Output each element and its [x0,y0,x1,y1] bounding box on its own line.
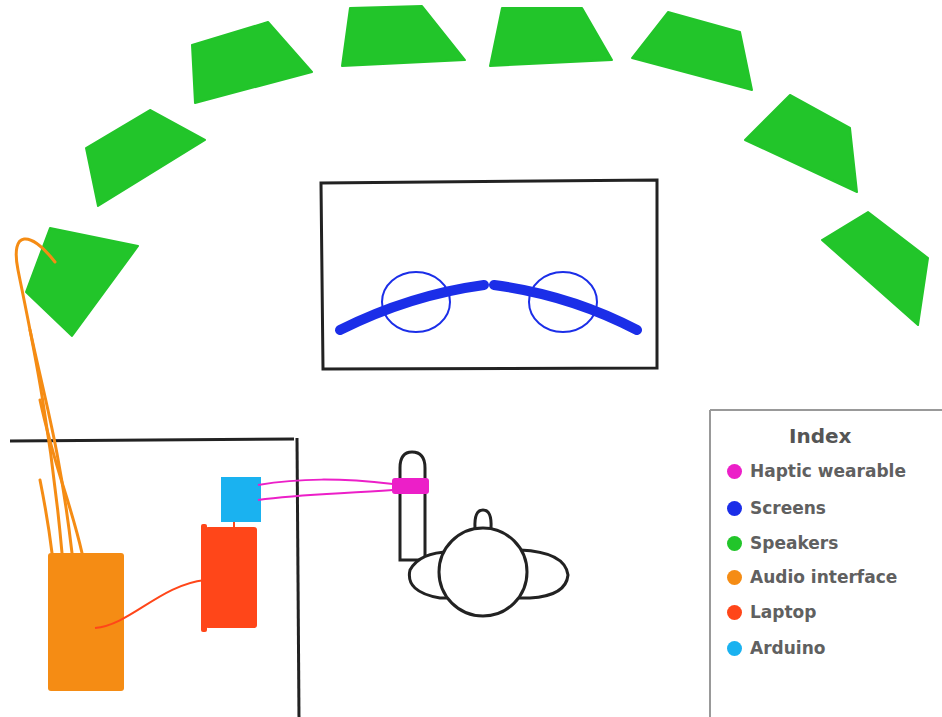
speaker [490,8,612,66]
speaker [745,95,857,192]
laptop [205,527,257,628]
legend-swatch [727,605,742,620]
legend-label: Arduino [750,638,825,658]
legend: IndexHaptic wearableScreensSpeakersAudio… [711,411,942,717]
legend-swatch [727,464,742,479]
legend-swatch [727,641,742,656]
legend-swatch [727,501,742,516]
head-knob [475,510,491,528]
cable [16,239,62,553]
speaker [86,110,205,206]
screen [340,285,484,330]
head [439,528,527,616]
legend-item: Haptic wearable [727,459,906,483]
legend-label: Screens [750,498,826,518]
haptic-wearable [392,478,429,494]
arduino [221,477,261,522]
legend-item: Audio interface [727,565,897,589]
screen-circle [529,272,597,332]
arm [400,452,425,560]
cable [40,400,82,553]
person [400,452,568,616]
screen-circle [382,272,450,332]
legend-label: Haptic wearable [750,461,906,481]
speaker [26,228,138,336]
audio-cables [16,239,82,553]
legend-item: Speakers [727,531,838,555]
legend-border [709,410,711,717]
legend-label: Audio interface [750,567,897,587]
legend-label: Laptop [750,602,816,622]
speaker [822,212,928,325]
haptic-wire [258,490,393,500]
legend-item: Arduino [727,636,825,660]
legend-swatch [727,536,742,551]
arduino-cable [233,522,235,527]
haptic-wire [258,480,393,485]
laptop-hinge [201,524,207,632]
legend-title: Index [789,424,851,448]
legend-swatch [727,570,742,585]
speaker [192,22,312,103]
audio-interface [48,553,124,691]
cable [40,480,52,553]
speaker [632,12,752,90]
speaker [342,6,465,66]
speakers [26,6,928,336]
legend-border [710,409,942,411]
legend-label: Speakers [750,533,838,553]
laptop-cable [95,580,205,628]
legend-item: Laptop [727,600,816,624]
screen [494,285,637,330]
legend-item: Screens [727,496,826,520]
screen-frame [321,180,657,369]
desk-edge [10,439,294,441]
